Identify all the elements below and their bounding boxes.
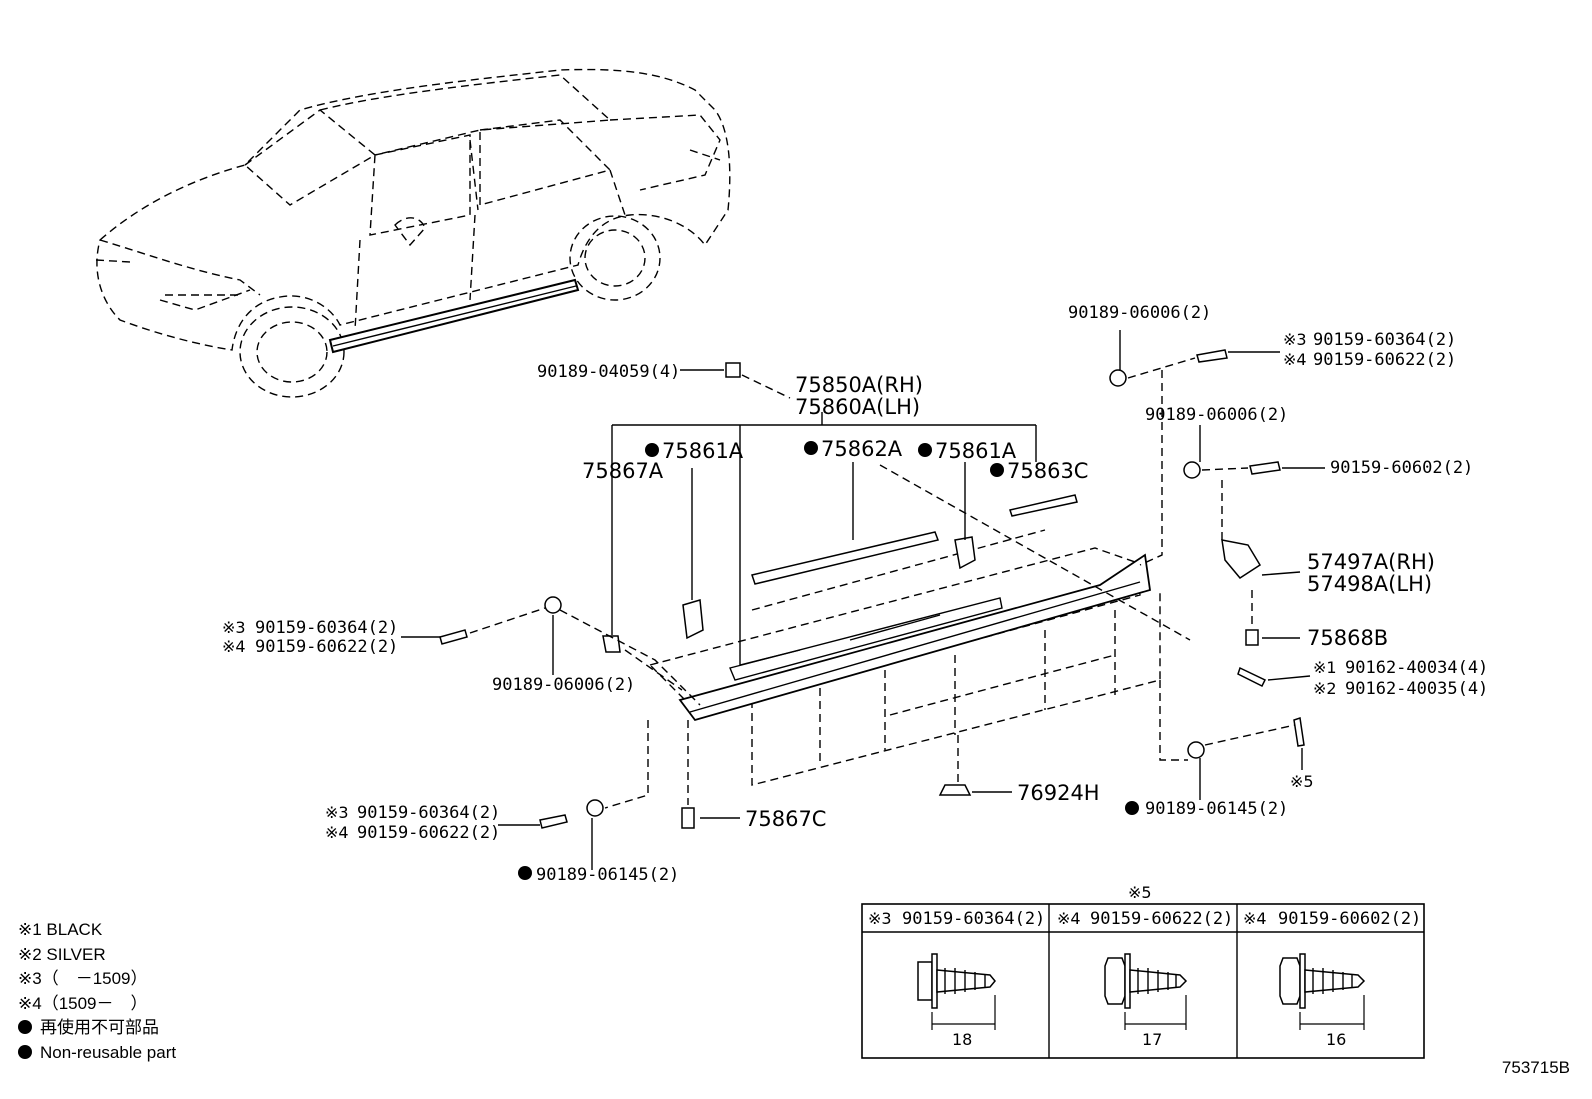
nut-left-icon: [544, 596, 562, 614]
rocker-moulding: [648, 529, 1161, 786]
label-screw-black: 90162-40034(4): [1345, 658, 1488, 678]
label-screw-top-right-3: 90159-60364(2): [1313, 330, 1456, 350]
figure-id: 753715B: [1501, 1058, 1570, 1077]
label-nut-mid-right: 90189-06006(2): [1145, 405, 1288, 425]
mark-4-icon: ※4: [325, 823, 349, 842]
legend-item: ※4（1509－ ）: [18, 993, 148, 1013]
label-strip-75862a: 75862A: [821, 437, 903, 461]
screw-60364-icon: [917, 953, 996, 1030]
mark-3-icon: ※3: [222, 618, 246, 637]
table-col2-part: 90159-60622(2): [1090, 909, 1233, 929]
non-reusable-dot-icon: [518, 866, 532, 880]
screw-60602-icon: [1279, 953, 1366, 1030]
legend-bullet-text: 再使用不可部品: [40, 1018, 159, 1037]
table-col3-part: 90159-60602(2): [1278, 909, 1421, 929]
screw-table: ※5 ※3 90159-60364(2) ※4 90159-60622(2) ※…: [861, 883, 1425, 1059]
label-strip-75863c: 75863C: [1007, 459, 1088, 483]
trim-parts: [682, 494, 1262, 640]
legend-item: ※1 BLACK: [18, 920, 103, 939]
screw-top-right-icon: [1196, 349, 1228, 363]
screw-ref5-icon: [1293, 717, 1305, 747]
clip-75867c-icon: [681, 807, 695, 829]
non-reusable-dot-icon: [1125, 801, 1139, 815]
table-col2-mark: ※4: [1057, 909, 1081, 928]
legend-bullet-text: Non-reusable part: [40, 1042, 177, 1062]
non-reusable-dot-icon: [645, 443, 659, 457]
non-reusable-dot-icon: [18, 1020, 32, 1034]
mark-3-icon: ※3: [1283, 330, 1307, 349]
label-clip-75867c: 75867C: [745, 807, 826, 831]
label-clip-76924h: 76924H: [1017, 781, 1100, 805]
table-col3-mark: ※4: [1243, 909, 1267, 928]
label-pad-75861a-left: 75861A: [662, 439, 744, 463]
label-clip-75868b: 75868B: [1307, 626, 1388, 650]
mark-2-icon: ※2: [1313, 679, 1337, 698]
label-nut-top-right: 90189-06006(2): [1068, 303, 1211, 323]
legend-bullet-item: 再使用不可部品: [18, 1016, 176, 1041]
label-clip-04059: 90189-04059(4): [537, 362, 680, 382]
clip-04059-icon: [725, 362, 741, 378]
table-col1-part: 90159-60364(2): [902, 909, 1045, 929]
retainer-75867a-icon: [602, 635, 621, 653]
screw-60622-icon: [1104, 953, 1188, 1030]
table-col2-length: 17: [1142, 1030, 1162, 1049]
label-bracket-lh: 57498A(LH): [1307, 572, 1432, 596]
legend-bullet-item: Non-reusable part: [18, 1041, 176, 1066]
label-bracket-rh: 57497A(RH): [1307, 550, 1435, 574]
label-screw-bottom-3: 90159-60364(2): [357, 803, 500, 823]
label-screw-left-4: 90159-60622(2): [255, 637, 398, 657]
clip-76924h-icon: [938, 784, 972, 796]
label-screw-top-right-4: 90159-60622(2): [1313, 350, 1456, 370]
label-nut-06145-bottom: 90189-06145(2): [536, 865, 679, 885]
nut-bottom-icon: [586, 799, 604, 817]
label-screw-bottom-4: 90159-60622(2): [357, 823, 500, 843]
mark-4-icon: ※4: [222, 637, 246, 656]
label-retainer-75867a: 75867A: [582, 459, 664, 483]
nut-mid-right-icon: [1183, 461, 1201, 479]
screw-bottom-icon: [539, 814, 568, 829]
legend-item: ※3（ －1509）: [18, 969, 148, 988]
table-col3-length: 16: [1326, 1030, 1346, 1049]
mark-4-icon: ※4: [1283, 350, 1307, 369]
table-title: ※5: [1128, 883, 1152, 902]
legend-item: ※2 SILVER: [18, 944, 106, 964]
label-moulding-rh: 75850A(RH): [795, 373, 923, 397]
label-ref-5: ※5: [1290, 772, 1314, 791]
label-screw-left-3: 90159-60364(2): [255, 618, 398, 638]
mark-1-icon: ※1: [1313, 658, 1337, 677]
label-nut-left: 90189-06006(2): [492, 675, 635, 695]
table-col1-mark: ※3: [868, 909, 892, 928]
table-col1-length: 18: [952, 1030, 972, 1049]
label-moulding-lh: 75860A(LH): [795, 395, 920, 419]
label-screw-mid-right: 90159-60602(2): [1330, 458, 1473, 478]
part-labels: 90189-04059(4) 75850A(RH) 75860A(LH) 758…: [222, 303, 1488, 885]
screw-left-icon: [439, 629, 468, 645]
label-nut-06145-right: 90189-06145(2): [1145, 799, 1288, 819]
leader-lines: [401, 330, 1325, 870]
non-reusable-dot-icon: [18, 1044, 32, 1059]
nut-06145-right-icon: [1187, 741, 1205, 759]
screw-mid-right-icon: [1249, 461, 1281, 475]
screw-black-silver-icon: [1237, 666, 1267, 688]
legend: ※1 BLACK ※2 SILVER ※3（ －1509） ※4（1509－ ）…: [18, 918, 176, 1065]
car-outline: [95, 68, 731, 398]
mark-3-icon: ※3: [325, 803, 349, 822]
non-reusable-dot-icon: [918, 443, 932, 457]
clip-75868b-icon: [1245, 629, 1259, 646]
non-reusable-dot-icon: [990, 463, 1004, 477]
label-pad-75861a-right: 75861A: [935, 439, 1017, 463]
label-screw-silver: 90162-40035(4): [1345, 679, 1488, 699]
non-reusable-dot-icon: [804, 441, 818, 455]
nut-top-right-icon: [1109, 369, 1127, 387]
fasteners: [439, 349, 1305, 829]
